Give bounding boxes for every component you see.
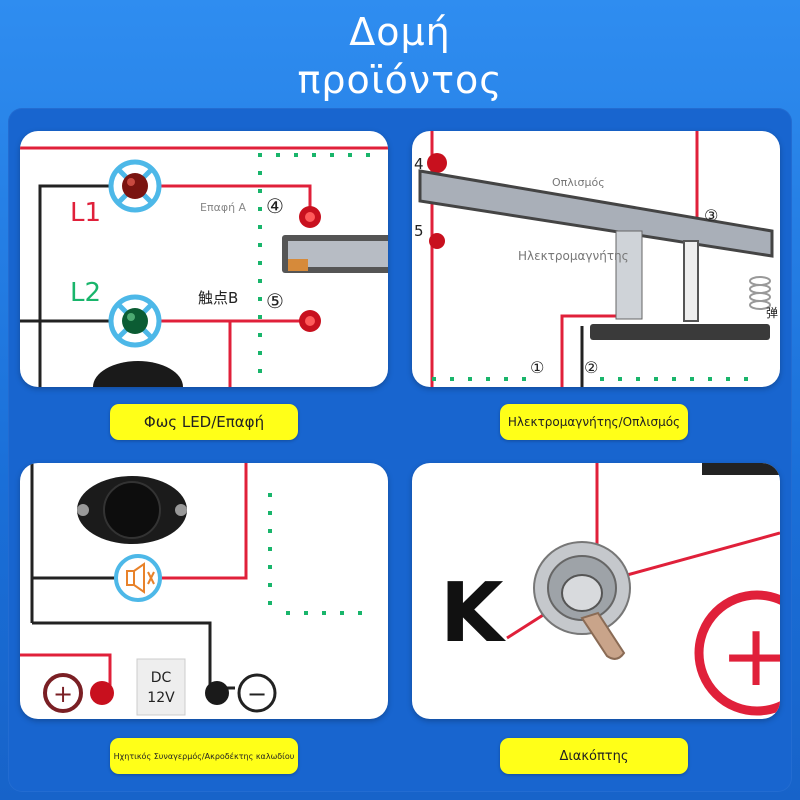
terminal-red-icon bbox=[299, 310, 321, 332]
switch-photo: K + bbox=[440, 463, 780, 716]
plus-terminal-icon: + bbox=[43, 673, 114, 713]
led-contact-image: L1 L2 Επαφή Α ④ 触点B ⑤ bbox=[20, 131, 388, 387]
led-red-icon bbox=[108, 159, 162, 213]
terminal-red-icon bbox=[299, 206, 321, 228]
label-contact-a: Επαφή Α bbox=[200, 201, 247, 214]
caption-electromagnet: Ηλεκτρομαγνήτης/Οπλισμός bbox=[500, 404, 688, 440]
caption-switch: Διακόπτης bbox=[500, 738, 688, 774]
label-e-num-2: ② bbox=[584, 358, 598, 377]
buzzer-terminal-image: + DC 12V − bbox=[20, 463, 388, 719]
page-title-line2: προϊόντος bbox=[297, 58, 503, 102]
dc-label: DC bbox=[151, 670, 172, 686]
electromagnet-photo: 4 5 Οπλισμός ③ Ηλεκτρομαγνήτης 弹 ① ② bbox=[414, 131, 778, 387]
label-num-5: ⑤ bbox=[266, 289, 284, 313]
label-e-num-3: ③ bbox=[704, 206, 718, 225]
label-e-num-5: 5 bbox=[414, 222, 424, 240]
label-e-num-1: ① bbox=[530, 358, 544, 377]
buzzer-terminal-photo: + DC 12V − bbox=[20, 463, 362, 716]
caption-buzzer-terminal-text: Ηχητικός Συναγερμός/Ακροδέκτης καλωδίου bbox=[113, 751, 295, 761]
label-e-num-4: 4 bbox=[414, 155, 424, 173]
buzzer-icon bbox=[77, 476, 187, 544]
speaker-icon bbox=[114, 554, 162, 602]
led-green-icon bbox=[108, 294, 162, 348]
label-contact-b: 触点B bbox=[198, 289, 238, 307]
caption-electromagnet-text: Ηλεκτρομαγνήτης/Οπλισμός bbox=[507, 415, 681, 429]
label-l1: L1 bbox=[70, 198, 101, 228]
label-armature: Οπλισμός bbox=[552, 176, 605, 189]
led-contact-photo: L1 L2 Επαφή Α ④ 触点B ⑤ bbox=[20, 146, 388, 387]
minus-label: − bbox=[247, 680, 267, 708]
page-title-line1: Δομή bbox=[349, 10, 451, 54]
label-electromagnet: Ηλεκτρομαγνήτης bbox=[518, 249, 629, 263]
toggle-switch-icon bbox=[533, 541, 631, 660]
electromagnet-image: 4 5 Οπλισμός ③ Ηλεκτρομαγνήτης 弹 ① ② bbox=[412, 131, 780, 387]
caption-led-contact-text: Φως LED/Επαφή bbox=[143, 413, 265, 431]
switch-k-label: K bbox=[440, 566, 507, 661]
voltage-label: 12V bbox=[147, 690, 175, 706]
label-num-4: ④ bbox=[266, 194, 284, 218]
switch-plus-label: + bbox=[720, 606, 780, 706]
plus-terminal-icon: + bbox=[694, 590, 780, 716]
plus-label: + bbox=[53, 680, 73, 708]
caption-led-contact: Φως LED/Επαφή bbox=[110, 404, 298, 440]
caption-buzzer-terminal: Ηχητικός Συναγερμός/Ακροδέκτης καλωδίου bbox=[110, 738, 298, 774]
label-side-char: 弹 bbox=[766, 306, 778, 320]
switch-image: K + bbox=[412, 463, 780, 719]
caption-switch-text: Διακόπτης bbox=[559, 748, 629, 764]
label-l2: L2 bbox=[70, 278, 101, 308]
minus-terminal-icon: − bbox=[205, 673, 277, 713]
